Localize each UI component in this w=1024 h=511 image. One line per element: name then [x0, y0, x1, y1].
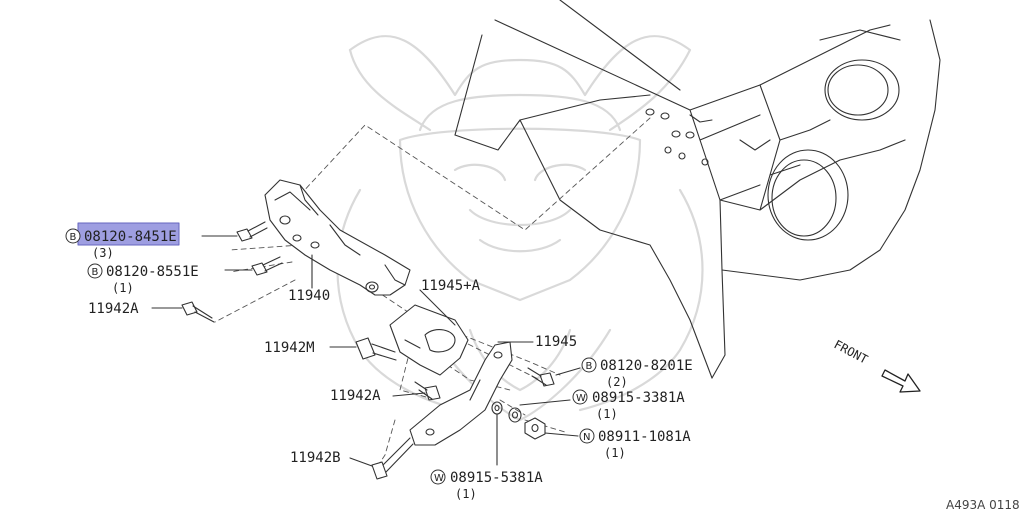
bracket-11945: [409, 341, 513, 446]
part-number: 08120-8201E: [600, 358, 693, 374]
part-number: 08915-5381A: [450, 470, 543, 486]
callout-p12[interactable]: 11942B: [290, 450, 341, 466]
part-number: 08120-8551E: [106, 264, 199, 280]
circle-letter-icon: N: [583, 432, 590, 443]
circle-letter-icon: B: [586, 361, 593, 372]
part-number: 08911-1081A: [598, 429, 691, 445]
part-qty: (1): [604, 446, 626, 460]
callout-p2[interactable]: B 08120-8551E (1): [87, 263, 199, 295]
part-qty: (1): [596, 407, 618, 421]
callout-p5[interactable]: 11945+A: [421, 278, 481, 294]
part-qty: (3): [92, 246, 114, 260]
circle-letter-icon: B: [70, 232, 77, 243]
part-number: 11945: [535, 334, 577, 350]
front-arrow-icon: [881, 369, 921, 393]
front-label: FRONT: [832, 337, 870, 366]
part-number: 08120-8451E: [84, 229, 177, 245]
circle-letter-icon: W: [434, 473, 444, 484]
part-number: 11940: [288, 288, 330, 304]
callout-p6[interactable]: 11942M: [264, 340, 315, 356]
front-indicator: FRONT: [832, 337, 921, 393]
part-number: 11945+A: [421, 278, 481, 294]
part-qty: (2): [606, 375, 628, 389]
part-number: 11942A: [88, 301, 139, 317]
part-number: 11942M: [264, 340, 315, 356]
callout-p11[interactable]: N 08911-1081A (1): [579, 428, 691, 460]
part-qty: (1): [455, 487, 477, 501]
callout-p7[interactable]: 11945: [535, 334, 577, 350]
part-number: 08915-3381A: [592, 390, 685, 406]
reference-code: A493A 0118: [946, 498, 1020, 511]
circle-letter-icon: W: [576, 393, 586, 404]
callout-p4[interactable]: 11940: [288, 288, 330, 304]
part-number: 11942B: [290, 450, 341, 466]
leader-lines: [151, 235, 581, 467]
bracket-11940: [264, 179, 411, 296]
callout-p10[interactable]: W 08915-3381A (1): [572, 389, 685, 421]
callout-p9[interactable]: 11942A: [330, 388, 381, 404]
engine-block: [454, 0, 941, 379]
fasteners: [181, 221, 555, 480]
callout-p1[interactable]: B 08120-8451E (3): [65, 228, 177, 260]
callout-p3[interactable]: 11942A: [88, 301, 139, 317]
callout-p8[interactable]: B 08120-8201E (2): [581, 357, 693, 389]
callout-p13[interactable]: W 08915-5381A (1): [430, 469, 543, 501]
part-qty: (1): [112, 281, 134, 295]
circle-letter-icon: B: [92, 267, 99, 278]
part-number: 11942A: [330, 388, 381, 404]
bracket-11945-a: [389, 304, 469, 376]
